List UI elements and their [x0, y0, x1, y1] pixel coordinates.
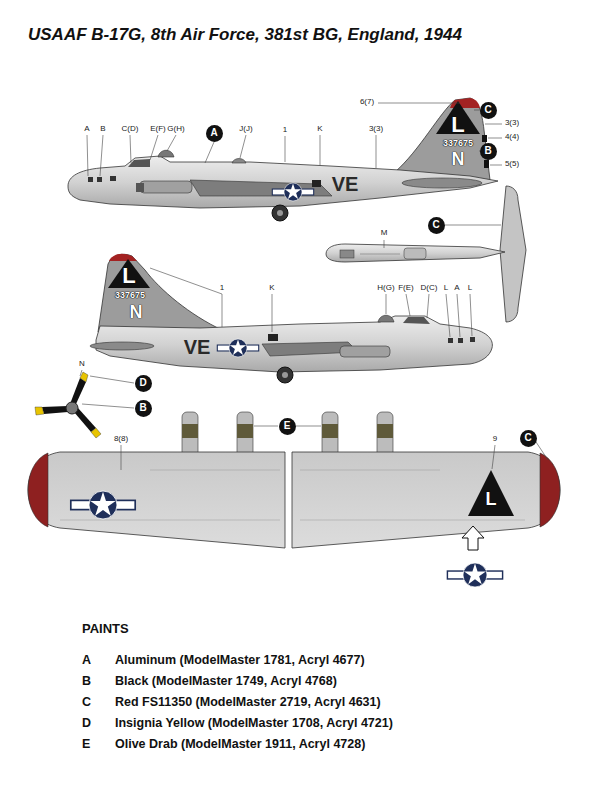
tail-marking: N: [452, 150, 465, 170]
tail-marking: L: [122, 264, 135, 288]
callout-number: 3(3): [369, 125, 383, 134]
paint-callout: B: [480, 143, 497, 160]
callout-number: G(H): [167, 125, 184, 134]
paint-letter: A: [210, 128, 217, 138]
paint-name: Olive Drab (ModelMaster 1911, Acryl 4728…: [115, 738, 365, 752]
paint-callout: C: [520, 430, 537, 447]
callout-number: 6(7): [360, 98, 374, 107]
paint-letter: C: [484, 105, 491, 115]
paint-callout: C: [428, 217, 445, 234]
callout-number: A: [454, 284, 459, 293]
paint-name: Aluminum (ModelMaster 1781, Acryl 4677): [115, 654, 365, 668]
paint-letter: D: [82, 717, 91, 731]
paint-letter: A: [82, 654, 91, 668]
callout-number: H(G): [377, 284, 394, 293]
paint-callout: E: [279, 418, 296, 435]
paint-callout: A: [206, 125, 223, 142]
callout-number: 1: [283, 126, 287, 135]
paint-name: Black (ModelMaster 1749, Acryl 4768): [115, 675, 337, 689]
paint-callout: B: [135, 400, 152, 417]
callout-number: K: [269, 284, 274, 293]
callout-number: M: [381, 229, 388, 238]
callout-number: F(E): [398, 284, 414, 293]
paint-letter: C: [82, 696, 91, 710]
callout-number: N: [79, 360, 85, 369]
paint-name: Red FS11350 (ModelMaster 2719, Acryl 463…: [115, 696, 381, 710]
paint-letter: E: [82, 738, 90, 752]
tail-marking: L: [451, 113, 464, 137]
callout-number: 4(4): [505, 133, 519, 142]
paint-letter: C: [432, 220, 439, 230]
paint-callout: C: [480, 102, 497, 119]
paint-letter: B: [484, 146, 491, 156]
callout-number: C(D): [122, 125, 139, 134]
callout-number: 5(5): [505, 160, 519, 169]
paint-letter: B: [139, 403, 146, 413]
serial-number: 337675: [443, 139, 473, 149]
paints-heading: PAINTS: [82, 622, 129, 636]
paint-letter: B: [82, 675, 91, 689]
tail-marking: N: [130, 303, 143, 323]
paint-letter: C: [524, 433, 531, 443]
paint-callout: D: [135, 375, 152, 392]
callout-number: K: [317, 125, 322, 134]
serial-number: 337675: [115, 291, 145, 301]
callout-number: J(J): [239, 125, 252, 134]
squadron-code: VE: [184, 336, 211, 358]
paint-letter: E: [284, 421, 291, 431]
callout-number: 8(8): [114, 435, 128, 444]
callout-number: D(C): [421, 284, 438, 293]
callout-number: L: [444, 284, 448, 293]
callout-number: 1: [220, 284, 224, 293]
callout-number: 3(3): [505, 119, 519, 128]
callout-number: B: [100, 125, 105, 134]
drawing-title: USAAF B-17G, 8th Air Force, 381st BG, En…: [28, 26, 462, 45]
squadron-code: VE: [332, 173, 359, 195]
callout-number: 9: [493, 435, 497, 444]
paint-letter: D: [139, 378, 146, 388]
tail-marking: L: [486, 490, 497, 510]
callout-number: A: [84, 125, 89, 134]
callout-number: L: [468, 284, 472, 293]
paint-name: Insignia Yellow (ModelMaster 1708, Acryl…: [115, 717, 393, 731]
callout-number: E(F): [150, 125, 166, 134]
